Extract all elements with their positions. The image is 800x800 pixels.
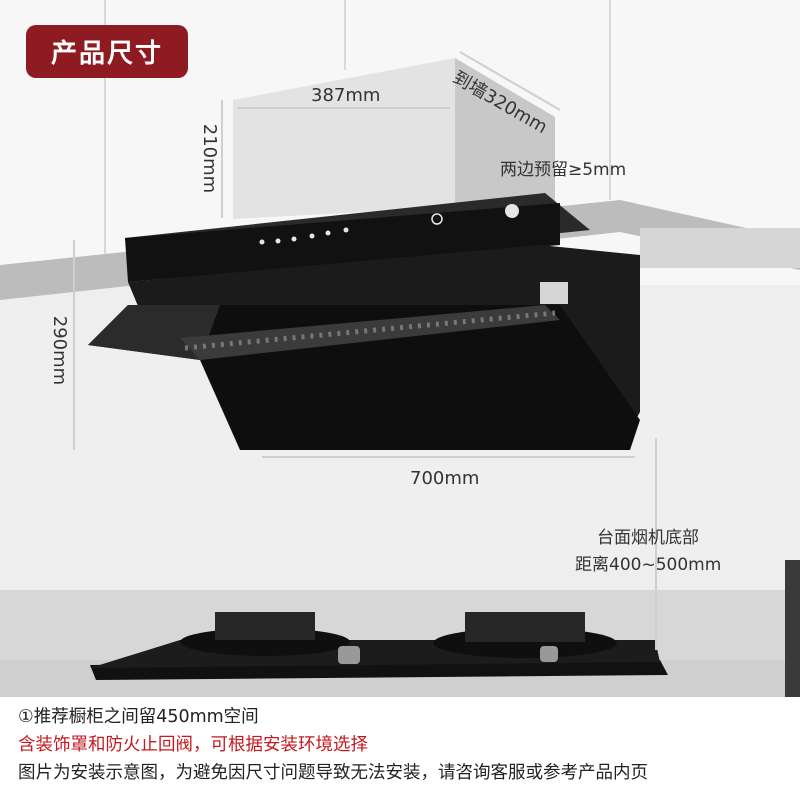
dim-clearance: 两边预留≥5mm	[500, 160, 627, 180]
note-line-1: ①推荐橱柜之间留450mm空间	[18, 707, 259, 727]
hood-lower-body	[128, 245, 640, 430]
note-line-2: 含装饰罩和防火止回阀，可根据安装环境选择	[18, 735, 368, 755]
knob-right	[540, 646, 558, 662]
chimney-side	[455, 58, 555, 207]
filter-cup	[540, 282, 568, 304]
page-title: 产品尺寸	[26, 25, 188, 78]
pan-support-right	[465, 612, 585, 642]
dim-stove-distance-value: 距离400~500mm	[575, 555, 722, 575]
knob-left	[338, 646, 360, 664]
dim-width-top: 387mm	[311, 85, 381, 106]
cabinet-right-side	[640, 228, 800, 268]
dim-height-top: 210mm	[199, 123, 221, 194]
control-dot	[309, 233, 315, 239]
control-dot	[291, 236, 297, 242]
dim-width-body: 700mm	[410, 468, 480, 489]
chimney-front	[233, 58, 455, 219]
note-line-3: 图片为安装示意图，为避免因尺寸问题导致无法安装，请咨询客服或参考产品内页	[18, 763, 648, 783]
dimension-lines	[73, 51, 657, 650]
notes-panel: ①推荐橱柜之间留450mm空间 含装饰罩和防火止回阀，可根据安装环境选择 图片为…	[0, 697, 800, 800]
power-button-icon	[431, 213, 443, 225]
control-dot	[259, 239, 265, 245]
control-dot	[343, 227, 349, 233]
dim-line-depth	[459, 51, 561, 111]
hood-control-panel	[125, 203, 560, 282]
brand-badge-icon	[505, 204, 519, 218]
dim-height-body: 290mm	[49, 315, 71, 386]
control-dot	[325, 230, 331, 236]
control-dot	[275, 238, 281, 244]
pan-support-left	[215, 612, 315, 640]
intake-grille	[180, 305, 560, 360]
dim-stove-distance-label: 台面烟机底部	[597, 528, 699, 548]
right-tall-cabinet	[785, 560, 800, 700]
